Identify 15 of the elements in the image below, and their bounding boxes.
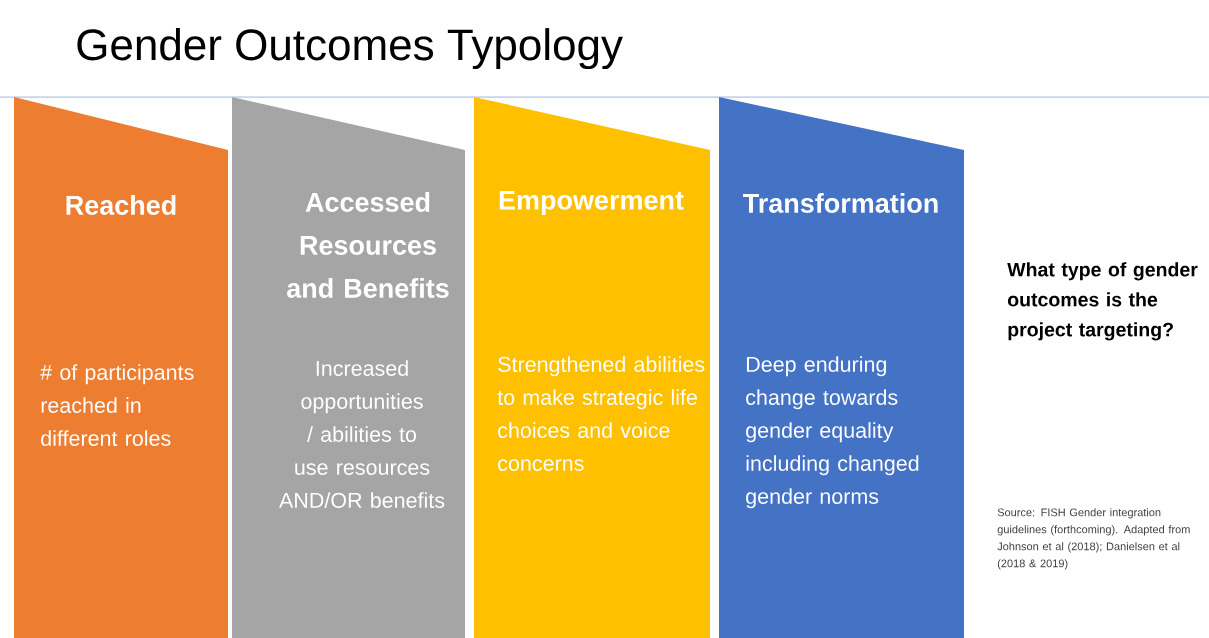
banner-title: Transformation xyxy=(743,193,938,213)
banner-title: Empowerment xyxy=(499,190,684,216)
column-banner xyxy=(719,97,964,638)
column-banner xyxy=(232,97,465,638)
banner-description: # of participants reached in different roles xyxy=(40,364,194,446)
heading: Gender Outcomes Typology xyxy=(77,28,623,70)
banner-title: Reached xyxy=(66,195,176,215)
column-banner xyxy=(474,97,710,638)
banner-description: Deep enduring change towards gender equality including changed gender norms xyxy=(746,356,919,509)
banner-description: Strengthened abilities to make strategic life choices and voice concerns xyxy=(497,356,705,471)
banner-title: Accessed Resources and Benefits xyxy=(287,192,449,298)
question-text: What type of gender outcomes is the project targeting? xyxy=(1007,262,1198,341)
column-banner xyxy=(14,97,228,638)
source-note: Source: FISH Gender integration guidelines (forthcoming). Adapted from Johnson et al (2018); Danielsen et al (2018 & 2019) xyxy=(997,508,1190,570)
banner-description: Increased opportunities / abilities to use resources AND/OR benefits xyxy=(279,360,445,508)
